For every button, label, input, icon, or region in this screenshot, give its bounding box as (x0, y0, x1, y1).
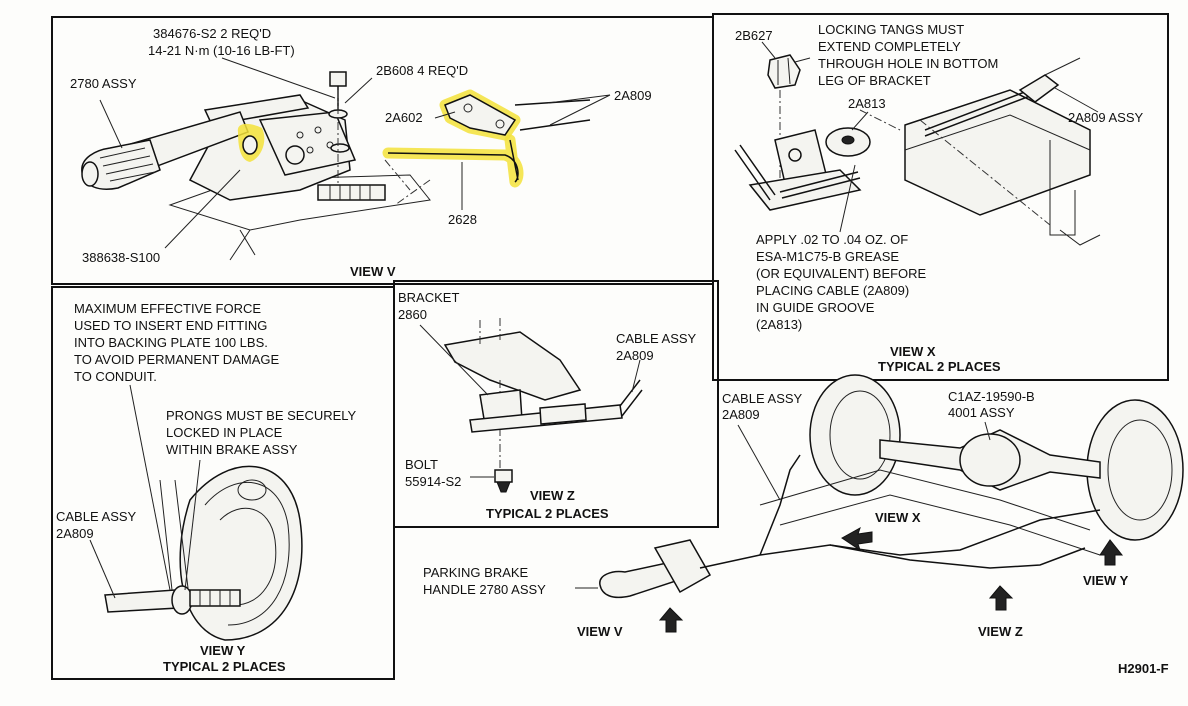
label-tangs-2: EXTEND COMPLETELY (818, 39, 961, 54)
label-parking-brake: PARKING BRAKE (423, 565, 529, 580)
view-y-subtitle: TYPICAL 2 PLACES (163, 659, 286, 674)
label-prongs-2: LOCKED IN PLACE (166, 425, 283, 440)
label-388638-s100: 388638-S100 (82, 250, 160, 265)
label-force-4: TO AVOID PERMANENT DAMAGE (74, 352, 279, 367)
view-x-title: VIEW X (890, 344, 936, 359)
view-z-subtitle: TYPICAL 2 PLACES (486, 506, 609, 521)
view-v-leaders (99, 57, 611, 249)
label-cable-assy-y: CABLE ASSY (56, 509, 137, 524)
label-cable-assy-overview: CABLE ASSY (722, 391, 803, 406)
label-2a809-assy-x: 2A809 ASSY (1068, 110, 1143, 125)
view-y-drawing (104, 465, 303, 641)
label-2a809-z: 2A809 (616, 348, 654, 363)
view-v-drawing (81, 71, 591, 261)
label-grease-3: (OR EQUIVALENT) BEFORE (756, 266, 927, 281)
overview-callout-view-v: VIEW V (577, 624, 623, 639)
label-handle-2780: HANDLE 2780 ASSY (423, 582, 546, 597)
view-y-leaders (89, 384, 201, 599)
label-grease-2: ESA-M1C75-B GREASE (756, 249, 899, 264)
view-y-title: VIEW Y (200, 643, 246, 658)
label-2860: 2860 (398, 307, 427, 322)
label-2b608: 2B608 4 REQ'D (376, 63, 468, 78)
view-x-drawing (734, 54, 1101, 246)
label-2a809-v: 2A809 (614, 88, 652, 103)
label-cable-assy-z: CABLE ASSY (616, 331, 697, 346)
panel-view-x (712, 13, 1169, 381)
label-2a813: 2A813 (848, 96, 886, 111)
label-torque-spec: 14-21 N·m (10-16 LB-FT) (148, 43, 295, 58)
label-force-5: TO CONDUIT. (74, 369, 157, 384)
label-bolt: BOLT (405, 457, 438, 472)
label-tangs-4: LEG OF BRACKET (818, 73, 931, 88)
overview-drawing (599, 374, 1184, 633)
label-grease-5: IN GUIDE GROOVE (756, 300, 875, 315)
view-z-leaders (419, 324, 641, 478)
figure-id: H2901-F (1118, 661, 1169, 676)
label-prongs-3: WITHIN BRAKE ASSY (166, 442, 298, 457)
view-v-title: VIEW V (350, 264, 396, 279)
label-2780-assy: 2780 ASSY (70, 76, 137, 91)
view-x-leaders (761, 41, 1099, 233)
view-z-title: VIEW Z (530, 488, 575, 503)
label-force-2: USED TO INSERT END FITTING (74, 318, 267, 333)
label-force-1: MAXIMUM EFFECTIVE FORCE (74, 301, 261, 316)
overview-leaders (575, 421, 991, 589)
label-c1az-19590-b: C1AZ-19590-B (948, 389, 1035, 404)
label-55914-s2: 55914-S2 (405, 474, 461, 489)
label-4001-assy: 4001 ASSY (948, 405, 1015, 420)
label-grease-6: (2A813) (756, 317, 802, 332)
label-bracket: BRACKET (398, 290, 459, 305)
label-tangs-1: LOCKING TANGS MUST (818, 22, 964, 37)
label-2a809-overview: 2A809 (722, 407, 760, 422)
label-2a809-y: 2A809 (56, 526, 94, 541)
label-2628: 2628 (448, 212, 477, 227)
overview-callout-view-x: VIEW X (875, 510, 921, 525)
panel-view-z (393, 280, 719, 528)
label-tangs-3: THROUGH HOLE IN BOTTOM (818, 56, 998, 71)
view-x-subtitle: TYPICAL 2 PLACES (878, 359, 1001, 374)
label-prongs-1: PRONGS MUST BE SECURELY (166, 408, 357, 423)
label-grease-4: PLACING CABLE (2A809) (756, 283, 909, 298)
view-z-drawing (443, 318, 643, 493)
label-2a602: 2A602 (385, 110, 423, 125)
overview-callout-view-z: VIEW Z (978, 624, 1023, 639)
label-2b627: 2B627 (735, 28, 773, 43)
overview-callout-view-y: VIEW Y (1083, 573, 1129, 588)
label-force-3: INTO BACKING PLATE 100 LBS. (74, 335, 268, 350)
label-grease-1: APPLY .02 TO .04 OZ. OF (756, 232, 908, 247)
label-384676-s2: 384676-S2 2 REQ'D (153, 26, 271, 41)
